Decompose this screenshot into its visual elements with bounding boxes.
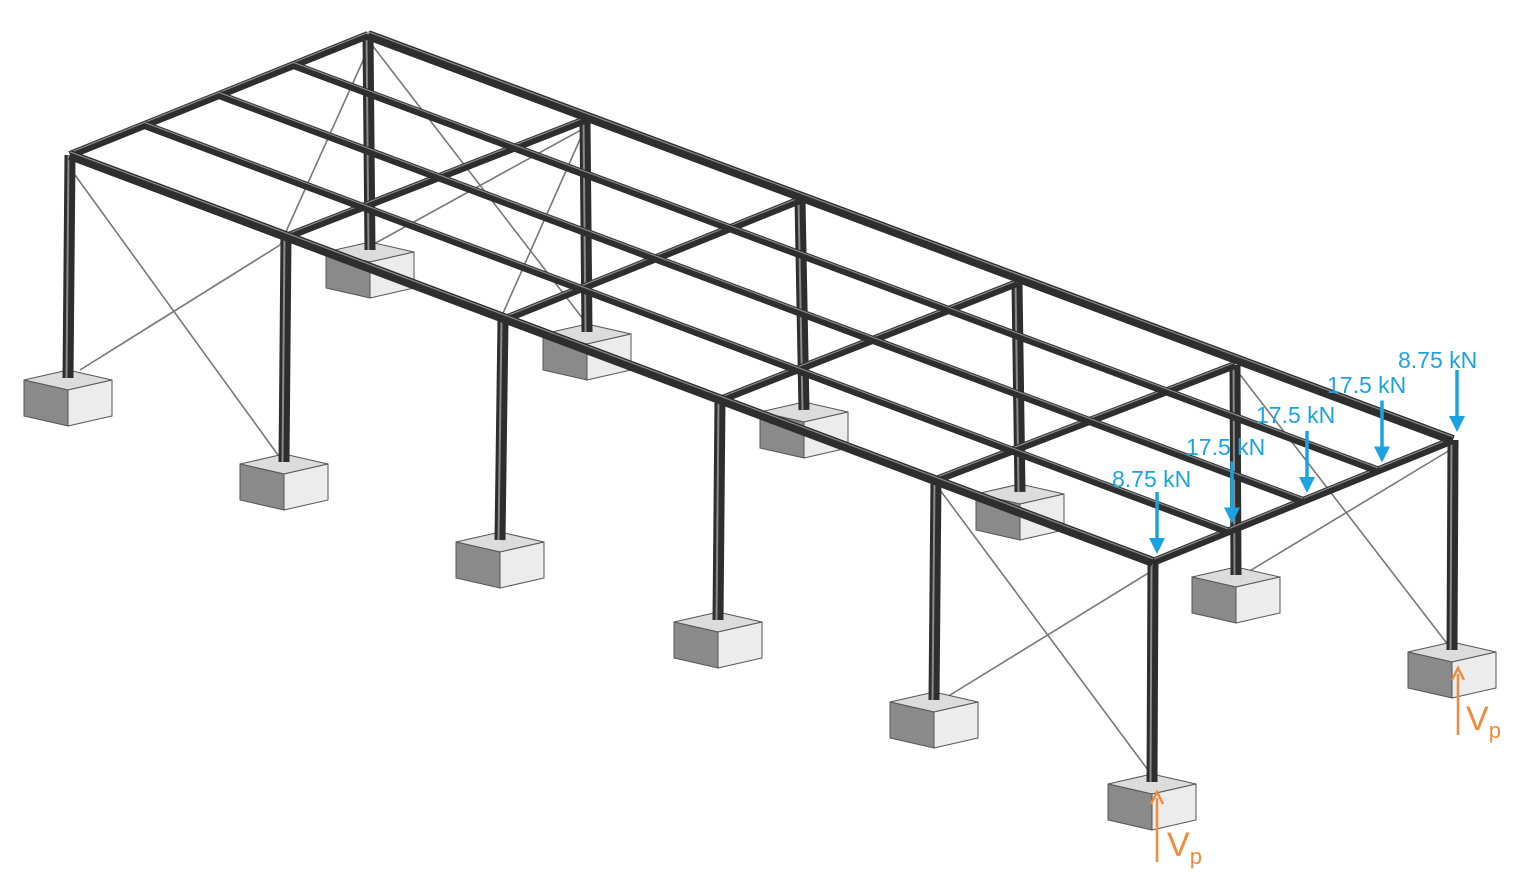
reaction-symbol: V: [1466, 700, 1489, 738]
load-arrow-head: [1374, 446, 1390, 463]
cross-brace: [74, 174, 279, 456]
reaction-symbol: V: [1167, 826, 1190, 864]
column-back-web: [1014, 282, 1020, 493]
steel-columns: [62, 34, 1459, 783]
purlin: [366, 30, 1455, 445]
cross-brace: [1237, 371, 1453, 651]
column-front: [62, 154, 76, 379]
column-back: [362, 34, 376, 251]
cross-brace: [499, 127, 586, 321]
support-reactions: Vp Vp: [1149, 665, 1501, 869]
column-back-web: [365, 34, 370, 251]
footing-right-face: [1451, 651, 1497, 699]
reaction-subscript: p: [1190, 844, 1202, 869]
footing-front: [889, 691, 979, 749]
column-front-web: [281, 236, 286, 463]
footing-right-face: [283, 463, 329, 511]
column-front: [712, 399, 726, 621]
column-front-web: [65, 154, 70, 379]
load-arrow-head: [1149, 538, 1165, 554]
column-front-web: [497, 319, 503, 541]
concrete-footings: [23, 241, 1497, 831]
cross-bracing: [74, 44, 1453, 771]
column-back: [1446, 439, 1459, 651]
purlin: [292, 61, 1380, 475]
footing-back: [1191, 566, 1281, 624]
footing-right-face: [933, 701, 979, 749]
reaction-arrow-head: [1450, 665, 1466, 681]
reaction-subscript: p: [1489, 718, 1501, 743]
roof-beams: [68, 30, 1455, 567]
load-label-1: 8.75 kN: [1112, 466, 1191, 492]
load-arrow-head: [1299, 477, 1315, 493]
cross-brace: [371, 124, 591, 246]
column-front: [494, 319, 509, 541]
column-front: [928, 479, 942, 701]
cross-brace: [941, 571, 1151, 701]
footing-right-face: [67, 379, 113, 427]
column-front: [1146, 561, 1159, 783]
purlin: [68, 150, 1155, 567]
column-back-web: [1232, 364, 1236, 576]
purlin-flange: [293, 61, 1379, 469]
load-arrow-head: [1449, 416, 1465, 432]
column-back-web: [1449, 439, 1453, 651]
column-back: [579, 119, 593, 333]
footing-front: [455, 531, 545, 589]
column-back-web: [582, 119, 587, 333]
load-label-3: 17.5 kN: [1256, 402, 1335, 428]
purlin: [143, 121, 1230, 536]
column-front-web: [1149, 561, 1153, 783]
purlin-flange: [367, 31, 1454, 438]
cross-brace: [79, 244, 281, 371]
footing-right-face: [1235, 576, 1281, 624]
load-label-4: 17.5 kN: [1327, 372, 1406, 398]
footing-right-face: [1151, 783, 1197, 831]
footing-right-face: [717, 621, 763, 669]
load-arrow-head: [1224, 507, 1240, 524]
column-front-web: [715, 399, 720, 621]
footing-front: [1107, 773, 1197, 831]
purlin-flange: [144, 121, 1229, 530]
purlin-flange: [218, 91, 1304, 500]
footing-right-face: [499, 541, 545, 589]
point-loads: 8.75 kN 17.5 kN 17.5 kN 17.5 kN 8.75 kN: [1112, 347, 1477, 554]
purlin-flange: [69, 151, 1154, 560]
load-label-5: 8.75 kN: [1398, 347, 1477, 373]
reaction-label-back: Vp: [1466, 700, 1501, 743]
reaction-arrow-head: [1149, 789, 1165, 805]
column-back: [1229, 364, 1242, 576]
cross-brace: [279, 44, 371, 246]
cross-brace: [939, 489, 1149, 771]
column-front-web: [931, 479, 936, 701]
cross-brace: [1237, 449, 1451, 579]
purlin: [217, 91, 1305, 505]
footing-front: [239, 453, 329, 511]
column-front: [278, 236, 292, 463]
reaction-label-front: Vp: [1167, 826, 1202, 869]
load-label-2: 17.5 kN: [1186, 434, 1265, 460]
footing-front: [23, 369, 113, 427]
footing-front: [673, 611, 763, 669]
footing-back: [1407, 641, 1497, 699]
